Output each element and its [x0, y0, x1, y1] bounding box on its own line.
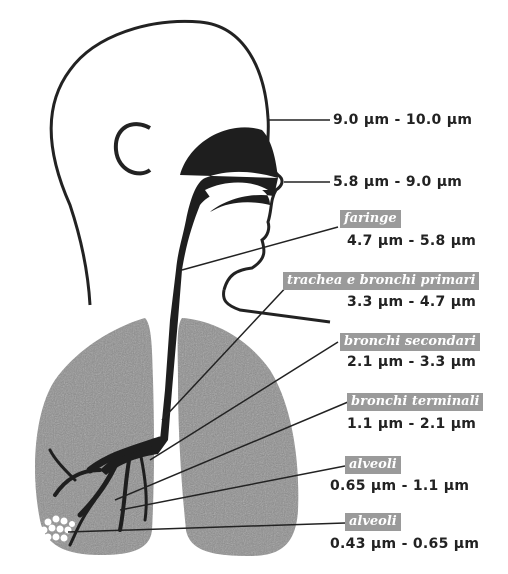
label-alveoli-2: alveoli — [345, 513, 401, 531]
level-6-range: 1.1 µm - 2.1 µm — [347, 416, 476, 432]
ear-outline — [116, 124, 150, 173]
label-bronchi-secondari: bronchi secondari — [340, 333, 480, 351]
neck-outline — [224, 290, 330, 322]
level-7-range: 0.65 µm - 1.1 µm — [330, 478, 469, 494]
level-4-range: 3.3 µm - 4.7 µm — [347, 294, 476, 310]
level-2-range: 5.8 µm - 9.0 µm — [333, 174, 462, 190]
right-lung — [178, 318, 299, 556]
label-alveoli-1: alveoli — [345, 456, 401, 474]
level-8-range: 0.43 µm - 0.65 µm — [330, 536, 479, 552]
label-trachea: trachea e bronchi primari — [283, 272, 479, 290]
level-1-range: 9.0 µm - 10.0 µm — [333, 112, 472, 128]
label-bronchi-terminali: bronchi terminali — [347, 393, 483, 411]
level-5-range: 2.1 µm - 3.3 µm — [347, 354, 476, 370]
level-3-range: 4.7 µm - 5.8 µm — [347, 233, 476, 249]
label-faringe: faringe — [340, 210, 401, 228]
